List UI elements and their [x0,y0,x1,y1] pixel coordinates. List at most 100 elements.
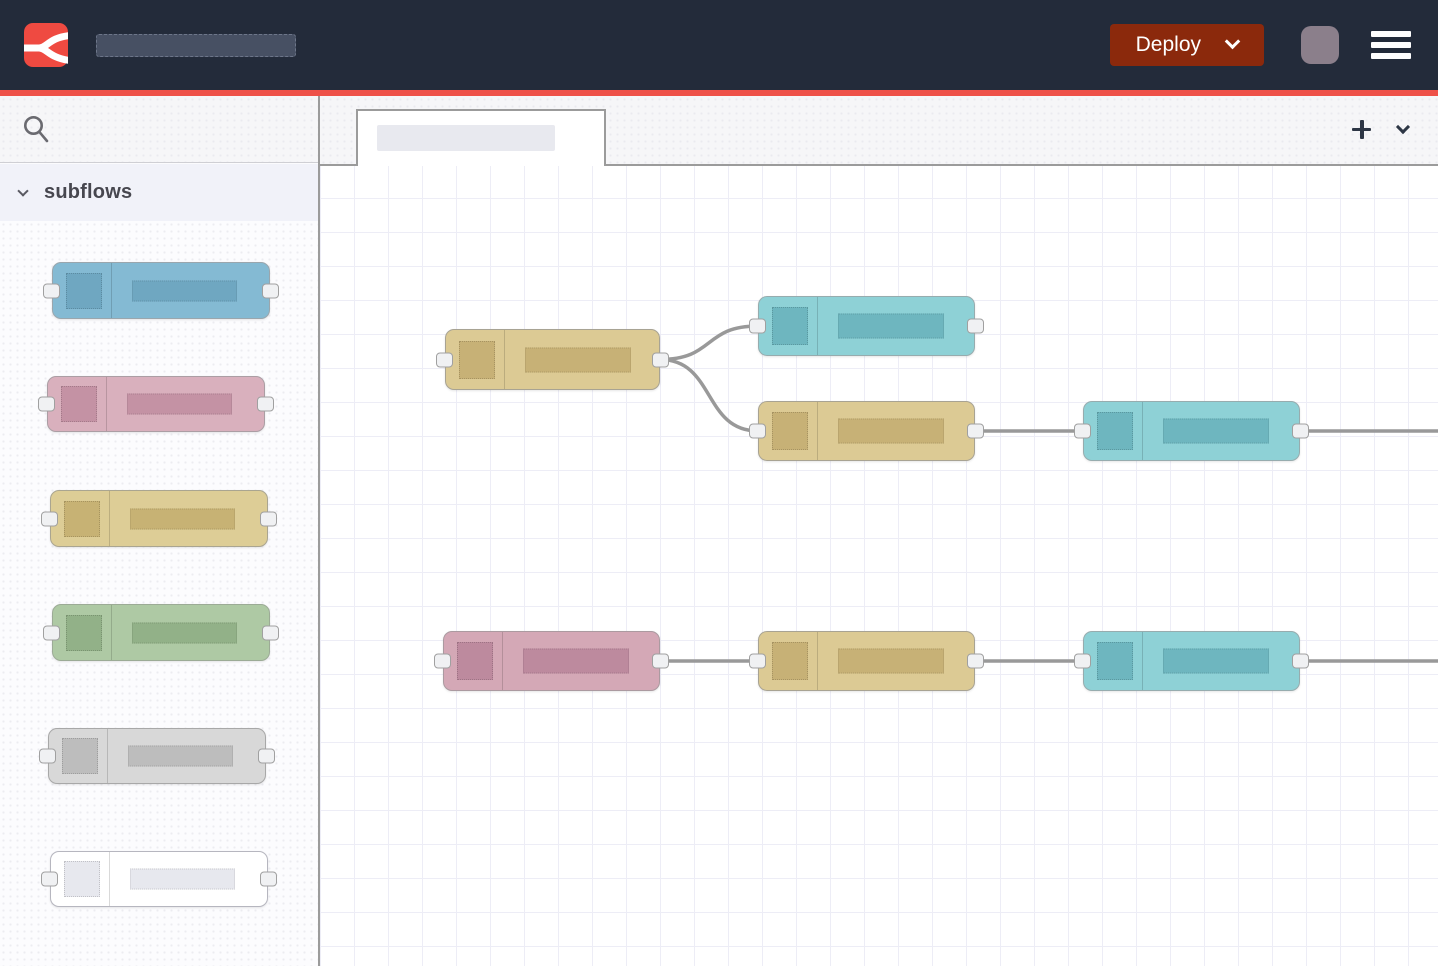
palette-node-white[interactable] [41,851,277,907]
palette-node-yellow[interactable] [41,490,277,547]
node-output-port[interactable] [1292,423,1309,439]
flow-node-yellow-3[interactable] [749,631,984,691]
palette-node-pink[interactable] [38,376,274,432]
node-label-placeholder [1163,648,1269,674]
node-icon-section [1084,402,1143,460]
node-icon-placeholder [66,272,102,309]
header-actions: Deploy [1109,24,1438,66]
flow-node-cyan-2[interactable] [1074,401,1309,461]
palette-section-label: subflows [44,181,133,203]
palette-node-gray[interactable] [39,728,275,784]
workspace-title-placeholder [96,33,296,57]
node-icon-section [51,852,110,906]
flow-wire[interactable] [659,357,759,433]
node-icon-section [53,263,112,318]
node-input-port[interactable] [41,871,58,887]
node-icon-placeholder [61,386,97,422]
node-output-port[interactable] [258,748,275,764]
palette [0,221,318,966]
node-output-port[interactable] [1292,653,1309,669]
node-output-port[interactable] [967,653,984,669]
menu-bar [1371,53,1411,59]
node-output-port[interactable] [967,423,984,439]
node-icon-placeholder [66,614,102,651]
canvas-area [320,96,1438,966]
flow-node-pink-1[interactable] [434,631,669,691]
node-input-port[interactable] [41,511,58,526]
node-input-port[interactable] [749,318,766,334]
node-icon-placeholder [772,412,808,450]
header: Deploy [0,0,1438,96]
node-icon-placeholder [62,738,98,774]
node-input-port[interactable] [1074,653,1091,669]
node-input-port[interactable] [1074,423,1091,439]
app-logo [24,23,68,67]
node-label-placeholder [838,418,944,444]
node-input-port[interactable] [436,352,453,367]
node-output-port[interactable] [652,352,669,367]
palette-search[interactable] [0,96,318,163]
node-icon-section [1084,632,1143,690]
node-input-port[interactable] [749,653,766,669]
node-output-port[interactable] [262,283,279,298]
wire-layer [659,324,1438,663]
flow-tab[interactable] [356,109,606,166]
node-output-port[interactable] [262,625,279,640]
node-label-placeholder [525,347,631,372]
node-icon-placeholder [64,500,100,537]
node-red-fork-icon [24,32,68,64]
palette-node-green[interactable] [43,604,279,661]
node-icon-section [444,632,503,690]
node-label-placeholder [132,622,237,643]
node-output-port[interactable] [257,396,274,412]
node-icon-placeholder [457,642,493,680]
menu-icon[interactable] [1371,31,1411,59]
flow-tab-label-placeholder [377,125,555,151]
flow-node-cyan-1[interactable] [749,296,984,356]
node-label-placeholder [838,313,944,339]
node-input-port[interactable] [434,653,451,669]
node-icon-placeholder [64,861,100,897]
node-label-placeholder [132,280,237,301]
add-flow-button[interactable] [1352,119,1371,139]
flow-node-yellow-1[interactable] [436,329,669,390]
node-icon-placeholder [459,340,495,379]
menu-bar [1371,31,1411,37]
flow-wire[interactable] [659,324,759,362]
node-input-port[interactable] [38,396,55,412]
deploy-button[interactable]: Deploy [1109,24,1264,66]
node-input-port[interactable] [749,423,766,439]
node-label-placeholder [130,868,235,890]
flow-node-cyan-3[interactable] [1074,631,1309,691]
avatar[interactable] [1301,26,1339,64]
flow-tab-bar [320,96,1438,166]
node-label-placeholder [1163,418,1269,444]
node-label-placeholder [130,508,235,529]
node-output-port[interactable] [260,511,277,526]
node-label-placeholder [127,393,232,415]
node-icon-section [49,729,108,783]
tab-actions [1352,96,1411,162]
node-label-placeholder [128,745,233,767]
chevron-down-icon[interactable] [1224,33,1241,50]
palette-node-blue[interactable] [43,262,279,319]
flow-list-chevron-icon[interactable] [1395,119,1411,134]
node-icon-section [53,605,112,660]
flow-canvas[interactable] [320,166,1438,966]
node-output-port[interactable] [967,318,984,334]
node-icon-section [51,491,110,546]
chevron-down-icon[interactable] [17,184,29,197]
palette-section-subflows[interactable]: subflows [0,164,318,221]
node-icon-section [759,402,818,460]
node-input-port[interactable] [39,748,56,764]
node-input-port[interactable] [43,283,60,298]
node-icon-section [48,377,107,431]
node-icon-placeholder [1097,642,1133,680]
node-input-port[interactable] [43,625,60,640]
node-output-port[interactable] [260,871,277,887]
flow-node-yellow-2[interactable] [749,401,984,461]
search-icon[interactable] [22,115,49,144]
node-output-port[interactable] [652,653,669,669]
sidebar: subflows [0,96,320,966]
